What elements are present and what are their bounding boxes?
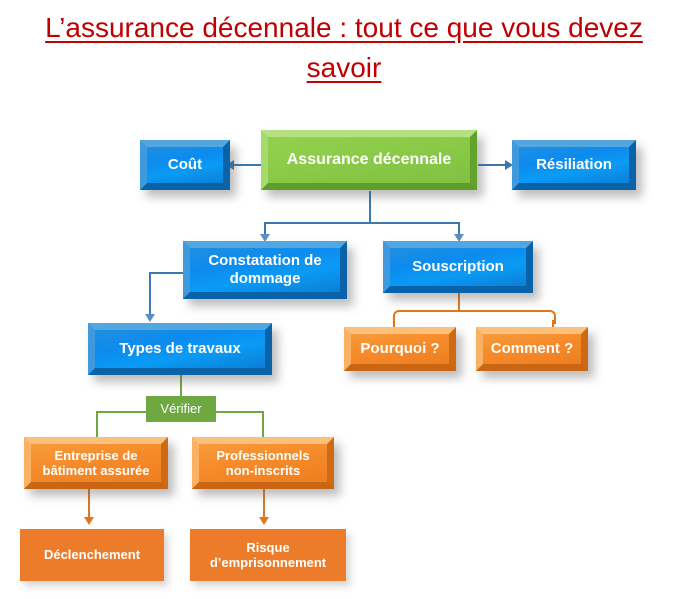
node-constatation-de-dommage-label: Constatation de dommage bbox=[208, 252, 322, 287]
node-constatation-de-dommage[interactable]: Constatation de dommage bbox=[183, 241, 347, 299]
node-professionnels-non-inscrits-label: Professionnels non-inscrits bbox=[216, 447, 310, 478]
node-pourquoi[interactable]: Pourquoi ? bbox=[344, 327, 456, 371]
node-verifier-label: Vérifier bbox=[160, 401, 202, 417]
node-cout-label: Coût bbox=[167, 156, 203, 174]
node-cout[interactable]: Coût bbox=[140, 140, 230, 190]
node-types-de-travaux[interactable]: Types de travaux bbox=[88, 323, 272, 375]
connector-to-constatation bbox=[264, 222, 266, 236]
arrowhead-risque bbox=[259, 517, 269, 525]
connector-fork-bar bbox=[264, 222, 460, 224]
arrowhead-types-travaux bbox=[145, 314, 155, 322]
node-comment-label: Comment ? bbox=[490, 340, 574, 358]
node-resiliation-label: Résiliation bbox=[536, 156, 612, 174]
connector-comment-drop bbox=[552, 320, 554, 328]
connector-souscription-stem bbox=[458, 291, 460, 311]
connector-to-souscription bbox=[458, 222, 460, 236]
connector-verifier-left-bar bbox=[96, 411, 149, 413]
node-assurance-decennale-label: Assurance décennale bbox=[286, 150, 452, 168]
connector-entreprise-to-declenchement bbox=[88, 489, 90, 519]
node-verifier[interactable]: Vérifier bbox=[146, 396, 216, 422]
arrowhead-souscription bbox=[454, 234, 464, 242]
connector-verifier-right-bar bbox=[212, 411, 264, 413]
node-risque-demprisonnement[interactable]: Risque d’emprisonnement bbox=[190, 529, 346, 581]
connector-souscription-right-elbow bbox=[457, 310, 556, 324]
connector-verifier-left-drop bbox=[96, 411, 98, 439]
node-pourquoi-label: Pourquoi ? bbox=[360, 340, 440, 358]
node-resiliation[interactable]: Résiliation bbox=[512, 140, 636, 190]
arrowhead-declenchement bbox=[84, 517, 94, 525]
connector-constatation-left bbox=[149, 272, 184, 274]
node-professionnels-non-inscrits[interactable]: Professionnels non-inscrits bbox=[192, 437, 334, 489]
connector-souscription-left-elbow bbox=[393, 310, 461, 324]
connector-root-to-resiliation bbox=[478, 164, 511, 166]
connector-constatation-down bbox=[149, 272, 151, 316]
connector-professionnels-to-risque bbox=[263, 489, 265, 519]
node-risque-demprisonnement-label: Risque d’emprisonnement bbox=[209, 539, 327, 570]
arrowhead-resiliation bbox=[505, 160, 513, 170]
node-souscription[interactable]: Souscription bbox=[383, 241, 533, 293]
node-declenchement[interactable]: Déclenchement bbox=[20, 529, 164, 581]
connector-root-to-cout bbox=[229, 164, 263, 166]
node-declenchement-label: Déclenchement bbox=[43, 547, 141, 563]
connector-pourquoi-drop bbox=[393, 320, 395, 328]
node-comment[interactable]: Comment ? bbox=[476, 327, 588, 371]
node-assurance-decennale[interactable]: Assurance décennale bbox=[261, 130, 477, 190]
arrowhead-cout bbox=[226, 160, 234, 170]
node-souscription-label: Souscription bbox=[412, 258, 504, 276]
arrowhead-constatation bbox=[260, 234, 270, 242]
node-entreprise-de-batiment-assuree[interactable]: Entreprise de bâtiment assurée bbox=[24, 437, 168, 489]
connector-root-stem bbox=[369, 191, 371, 223]
node-types-de-travaux-label: Types de travaux bbox=[119, 340, 241, 358]
page-title: L’assurance décennale : tout ce que vous… bbox=[45, 12, 643, 83]
connector-verifier-right-drop bbox=[262, 411, 264, 439]
node-entreprise-de-batiment-assuree-label: Entreprise de bâtiment assurée bbox=[42, 447, 150, 478]
connector-types-to-verifier bbox=[180, 374, 182, 398]
